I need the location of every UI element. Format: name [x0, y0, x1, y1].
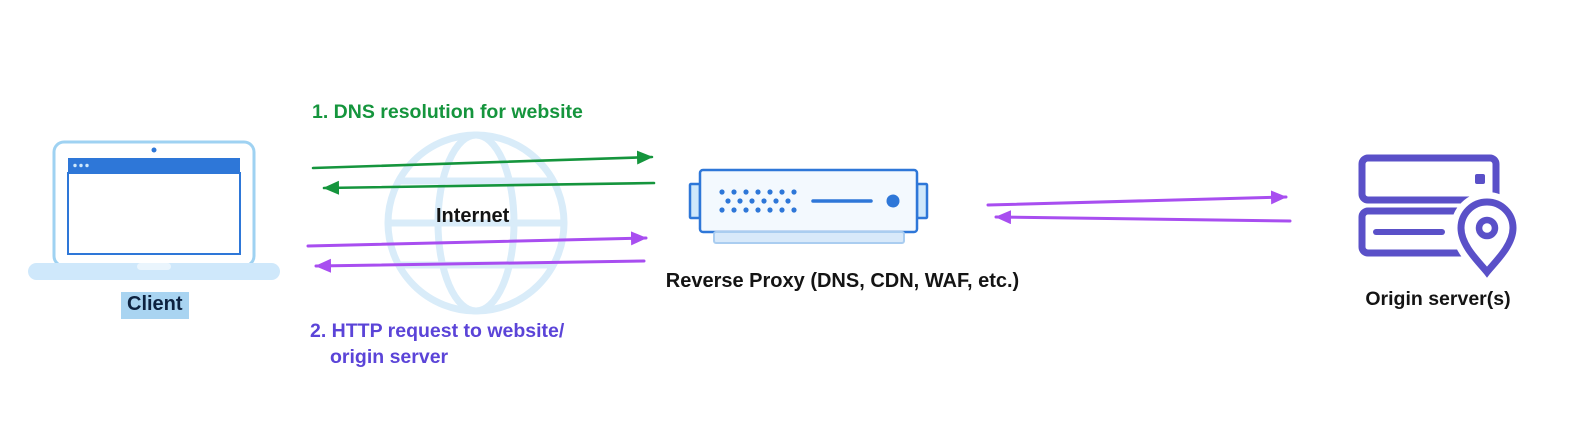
reverse-proxy-label: Reverse Proxy (DNS, CDN, WAF, etc.): [665, 270, 1020, 292]
proxy-dot-pattern: [719, 189, 797, 213]
http-response-arrow: [314, 258, 646, 273]
step2-http-label-line1: 2. HTTP request to website/: [310, 320, 565, 342]
proxy-indicator-light: [886, 194, 900, 208]
browser-window-dots: [73, 163, 89, 168]
client-label: Client: [121, 292, 189, 319]
proxy-right-bracket: [915, 182, 929, 220]
proxy-body: [698, 168, 919, 234]
proxy-base-tray: [713, 231, 905, 244]
laptop-base-notch: [137, 263, 171, 270]
location-pin-icon: [1450, 192, 1524, 289]
proxy-to-origin-arrow: [986, 190, 1288, 207]
internet-label: Internet: [436, 205, 510, 227]
browser-title-bar: [68, 158, 240, 173]
origin-server-icon: [1358, 154, 1524, 289]
proxy-left-bracket: [688, 182, 702, 220]
laptop-base: [28, 263, 280, 280]
origin-server-top-dot: [1475, 174, 1485, 184]
origin-to-proxy-arrow: [994, 210, 1292, 225]
pin-center-ring: [1475, 216, 1499, 240]
laptop-icon: [28, 140, 280, 280]
reverse-proxy-device-icon: [688, 168, 929, 244]
step2-http-label-line2: origin server: [330, 346, 449, 368]
browser-content-area: [67, 172, 241, 255]
dns-response-arrow: [322, 180, 656, 195]
origin-servers-label: Origin server(s): [1365, 288, 1511, 310]
laptop-camera-dot: [151, 147, 157, 153]
origin-server-top-unit: [1358, 154, 1500, 204]
http-request-arrow: [306, 231, 648, 248]
dns-request-arrow: [311, 150, 654, 170]
step1-dns-label: 1. DNS resolution for website: [312, 101, 583, 123]
